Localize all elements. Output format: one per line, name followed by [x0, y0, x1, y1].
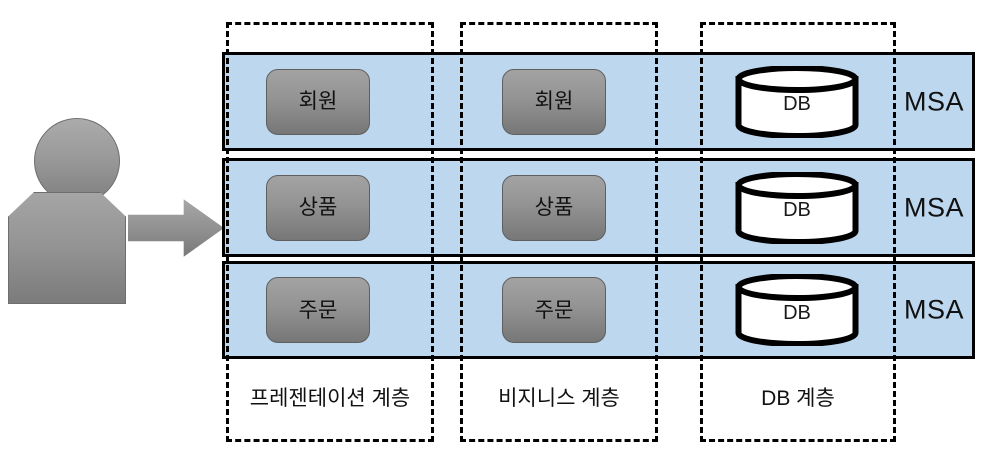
- layer-label-db: DB 계층: [761, 387, 835, 410]
- chip-label: 주문: [298, 298, 338, 322]
- layer-box-db: [700, 22, 896, 442]
- database-cylinder-order: DB: [733, 274, 861, 346]
- chip-label: 상품: [298, 196, 338, 219]
- business-service-product[interactable]: 상품: [502, 174, 606, 241]
- business-service-member[interactable]: 회원: [502, 68, 606, 135]
- actor-head-icon: [34, 118, 120, 204]
- database-label: DB: [783, 301, 811, 324]
- chip-label: 회원: [534, 90, 574, 113]
- msa-label-product: MSA: [903, 192, 964, 222]
- chip-label: 주문: [534, 298, 574, 322]
- database-label: DB: [783, 93, 811, 115]
- layer-box-business: [460, 22, 658, 442]
- presentation-service-product[interactable]: 상품: [266, 174, 370, 241]
- actor-body-icon: [8, 192, 126, 304]
- msa-label-order: MSA: [903, 294, 964, 325]
- flow-arrow-icon: [128, 199, 224, 257]
- chip-label: 상품: [534, 196, 574, 219]
- layer-label-presentation: 프레젠테이션 계층: [249, 387, 411, 410]
- database-cylinder-member: DB: [733, 65, 861, 138]
- presentation-service-order[interactable]: 주문: [266, 277, 370, 343]
- chip-label: 회원: [298, 90, 338, 113]
- layer-box-presentation: [226, 22, 434, 442]
- presentation-service-member[interactable]: 회원: [266, 68, 370, 135]
- msa-row-order: 주문 주문 DB MSA: [222, 261, 975, 359]
- database-cylinder-product: DB: [733, 171, 861, 244]
- database-icon: [735, 65, 859, 138]
- database-icon: [735, 171, 859, 244]
- msa-row-member: 회원 회원 DB MSA: [222, 52, 975, 151]
- user-actor-icon: [8, 118, 126, 318]
- business-service-order[interactable]: 주문: [502, 277, 606, 343]
- msa-row-product: 상품 상품 DB MSA: [222, 158, 975, 257]
- database-icon: [735, 274, 859, 346]
- layer-label-business: 비지니스 계층: [498, 387, 620, 410]
- database-label: DB: [783, 199, 811, 221]
- msa-label-member: MSA: [903, 86, 964, 116]
